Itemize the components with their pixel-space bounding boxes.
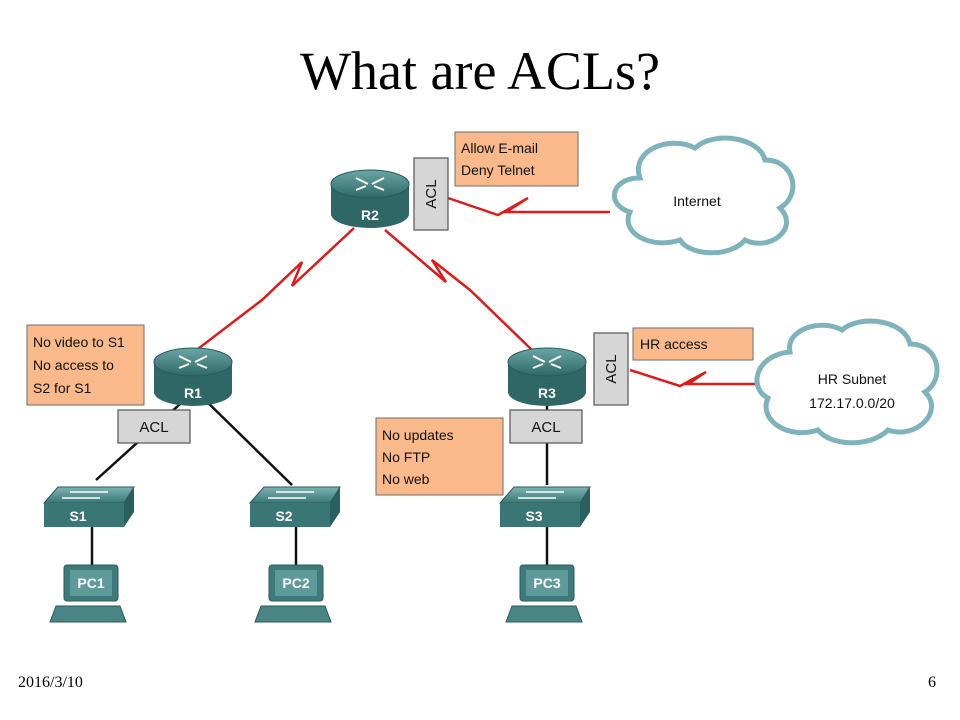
acl-box-r2: ACL <box>413 157 449 231</box>
router-r2-label: R2 <box>361 207 379 223</box>
note-r1-line-1: No video to S1 <box>33 334 125 350</box>
note-r1: No video to S1 No access to S2 for S1 <box>26 324 145 406</box>
wan-link-r2-r3 <box>384 229 533 351</box>
router-arrows-icon <box>178 355 208 369</box>
internet-cloud: Internet <box>612 135 796 256</box>
router-r3: R3 <box>507 347 587 406</box>
lan-link-r1-s2 <box>199 394 293 486</box>
router-arrows-icon <box>355 177 385 191</box>
note-r2-line-1: Allow E-mail <box>461 140 538 156</box>
slide-date: 2016/3/10 <box>18 674 83 691</box>
note-s3: No updates No FTP No web <box>375 417 504 496</box>
pc-2: PC2 <box>254 564 332 623</box>
note-s3-line-3: No web <box>382 471 430 487</box>
switch-s2-label: S2 <box>275 508 292 524</box>
internet-label: Internet <box>673 193 721 209</box>
note-r1-line-2: No access to <box>33 357 114 373</box>
slide-page-number: 6 <box>928 674 936 691</box>
note-s3-line-1: No updates <box>382 427 454 443</box>
note-r2-line-2: Deny Telnet <box>461 162 535 178</box>
lan-links <box>90 394 549 565</box>
wan-links <box>189 196 770 388</box>
acl-label-r1: ACL <box>139 419 168 436</box>
acl-box-r1: ACL <box>117 409 191 444</box>
hr-subnet-address: 172.17.0.0/20 <box>809 395 895 411</box>
acl-label-r3: ACL <box>603 354 620 383</box>
acl-label-s3: ACL <box>531 419 560 436</box>
pc-3: PC3 <box>505 564 583 623</box>
acl-box-r3: ACL <box>593 332 629 406</box>
pc-2-label: PC2 <box>282 575 309 591</box>
slide-title: What are ACLs? <box>300 41 660 101</box>
hr-subnet-label: HR Subnet <box>818 371 887 387</box>
router-arrows-icon <box>532 355 562 369</box>
note-s3-line-2: No FTP <box>382 449 430 465</box>
router-r2: R2 <box>330 169 410 228</box>
note-r2: Allow E-mail Deny Telnet <box>454 131 579 187</box>
switch-s1: S1 <box>42 486 135 527</box>
note-r3-line-1: HR access <box>640 336 708 352</box>
pc-1: PC1 <box>49 564 127 623</box>
switch-arrows-icon <box>518 491 564 499</box>
wan-link-r2-internet <box>447 196 610 217</box>
wan-link-r3-hr <box>629 368 770 388</box>
switch-arrows-icon <box>62 491 108 499</box>
pc-1-label: PC1 <box>77 575 104 591</box>
switch-s2: S2 <box>248 486 341 527</box>
note-r1-line-3: S2 for S1 <box>33 380 92 396</box>
pc-3-label: PC3 <box>533 575 560 591</box>
router-r1: R1 <box>153 347 233 406</box>
acl-box-s3: ACL <box>509 409 583 444</box>
hr-subnet-cloud: HR Subnet 172.17.0.0/20 <box>754 318 940 446</box>
switch-s1-label: S1 <box>69 508 86 524</box>
router-r1-label: R1 <box>184 385 202 401</box>
switch-arrows-icon <box>268 491 314 499</box>
switch-s3: S3 <box>498 486 591 527</box>
acl-label-r2: ACL <box>423 179 440 208</box>
note-r3: HR access <box>632 327 754 361</box>
router-r3-label: R3 <box>538 385 556 401</box>
switch-s3-label: S3 <box>525 508 542 524</box>
wan-link-r1-r2 <box>189 227 355 356</box>
